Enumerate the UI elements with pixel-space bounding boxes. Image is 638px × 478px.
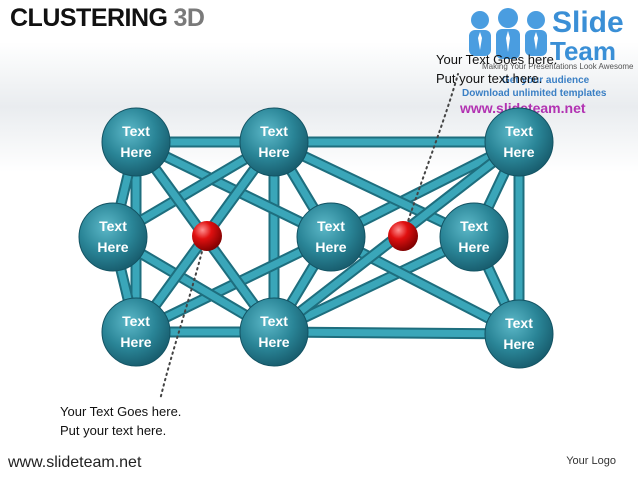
brand-line3: Download unlimited templates [462, 88, 607, 99]
node-sphere [239, 107, 309, 177]
callout-leader-top [402, 73, 459, 237]
connector-rod-highlight [327, 138, 523, 241]
node-label-line2: Here [258, 334, 289, 350]
callout-leader-bottom [159, 235, 207, 401]
node-label-line2: Here [97, 239, 128, 255]
node-label-line2: Here [120, 144, 151, 160]
node-label-line1: Text [460, 218, 488, 234]
brand-line2: Get your audience [502, 75, 590, 86]
callout-top-line1: Your Text Goes here. [436, 52, 558, 67]
brand-logo: Slide Team Making Your Presentations Loo… [460, 4, 634, 116]
node-label-line1: Text [122, 123, 150, 139]
connector-rod-highlight [270, 328, 523, 338]
node-label-line1: Text [260, 313, 288, 329]
marker-dot-right [388, 221, 418, 251]
callout-bottom-line1: Your Text Goes here. [60, 404, 182, 419]
node-sphere [296, 202, 366, 272]
node-label-line1: Text [260, 123, 288, 139]
title-suffix: 3D [173, 4, 205, 32]
footer-url: www.slideteam.net [8, 454, 142, 471]
node-label-line2: Here [258, 144, 289, 160]
node-label-line2: Here [458, 239, 489, 255]
callout-top-line2: Put your text here. [436, 71, 543, 86]
node-sphere [439, 202, 509, 272]
node-label-line1: Text [505, 123, 533, 139]
node-label-line1: Text [317, 218, 345, 234]
marker-dot-left [192, 221, 222, 251]
brand-name-top: Slide [552, 6, 624, 39]
callout-bottom-line2: Put your text here. [60, 423, 167, 438]
node-sphere [239, 297, 309, 367]
people-icon [469, 8, 547, 59]
title-main: CLUSTERING [10, 4, 168, 32]
node-sphere [101, 107, 171, 177]
node-label-line2: Here [120, 334, 151, 350]
node-label-line2: Here [503, 336, 534, 352]
node-label-line1: Text [99, 218, 127, 234]
node-sphere [101, 297, 171, 367]
node-label-line1: Text [505, 315, 533, 331]
node-label-line1: Text [122, 313, 150, 329]
callout-bottom: Your Text Goes here. Put your text here. [60, 402, 181, 440]
callout-top: Your Text Goes here. Put your text here. [436, 50, 557, 88]
node-label-line2: Here [315, 239, 346, 255]
connector-rod-highlight [270, 233, 478, 336]
node-label-line2: Here [503, 144, 534, 160]
brand-name-bottom: Team [550, 36, 616, 66]
connector-rod-highlight [327, 233, 523, 338]
brand-tagline: Making Your Presentations Look Awesome [482, 62, 634, 71]
node-sphere [484, 299, 554, 369]
footer-logo-placeholder: Your Logo [566, 455, 616, 467]
connector-rod-highlight [270, 138, 478, 241]
node-sphere [78, 202, 148, 272]
node-sphere [484, 107, 554, 177]
